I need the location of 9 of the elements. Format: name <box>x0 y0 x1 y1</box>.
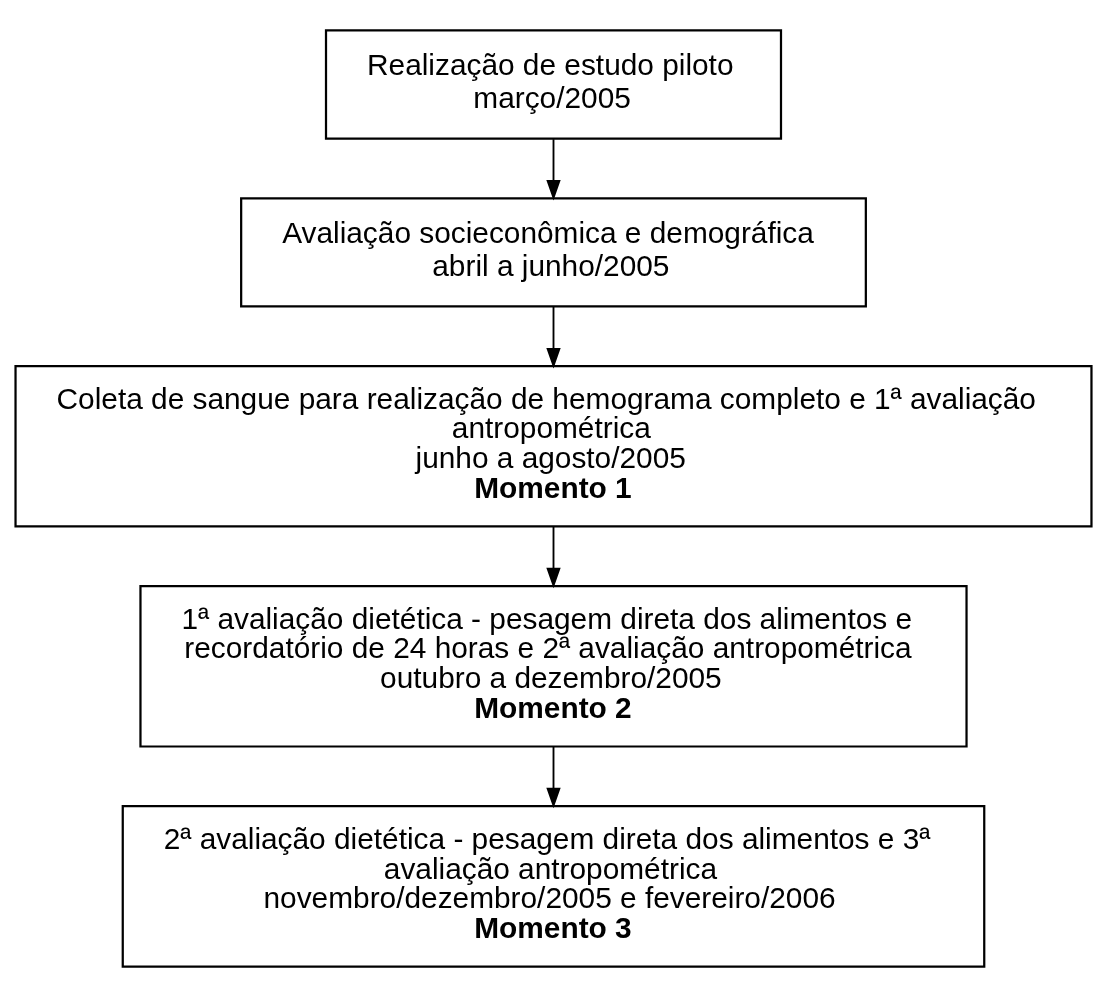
node-box: 1ª avaliação dietética - pesagem direta dos alimentos e recordatório de 24 horas e 2ª avaliação antropométrica outubro a dezembro/2005 Momento 2 <box>139 584 968 748</box>
node-box: Coleta de sangue para realização de hemograma completo e 1ª avaliação antropométrica junho a agosto/2005 Momento 1 <box>14 364 1093 528</box>
arrow <box>546 305 561 369</box>
node-box: 2ª avaliação dietética - pesagem direta dos alimentos e 3ª avaliação antropométrica novembro/dezembro/2005 e fevereiro/2006 Momento 3 <box>121 804 986 968</box>
node-box: Realização de estudo piloto março/2005 <box>324 28 783 140</box>
node-box: Avaliação socieconômica e demográfica abril a junho/2005 <box>240 196 867 308</box>
arrow <box>546 745 561 808</box>
arrow <box>546 137 561 201</box>
arrow <box>546 525 561 588</box>
